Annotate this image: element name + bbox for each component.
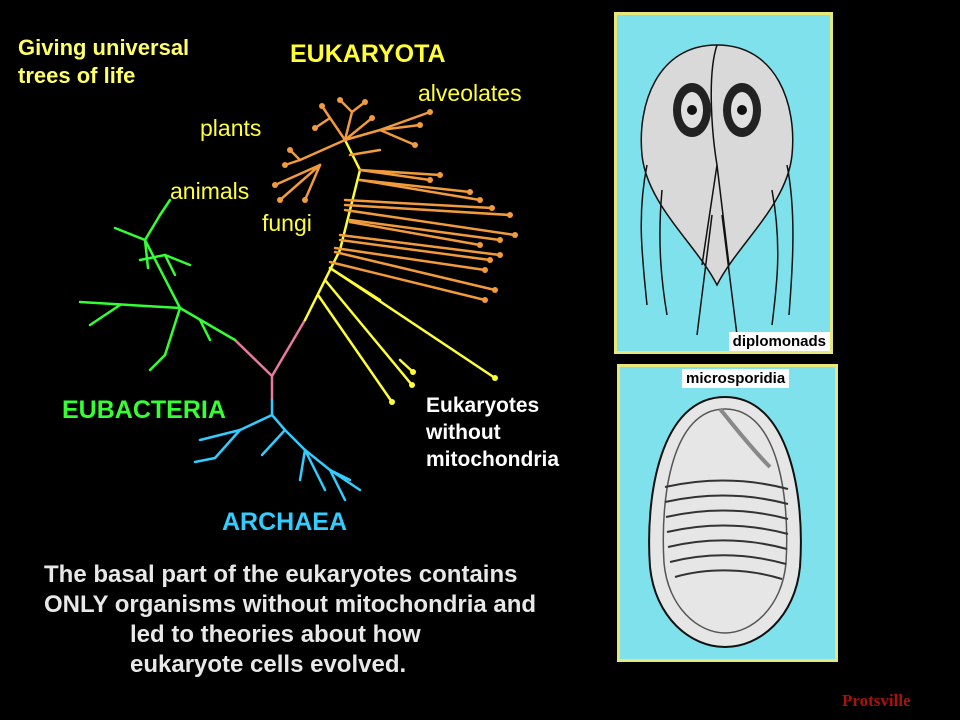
label-fungi: fungi <box>262 210 312 236</box>
tree-of-life-diagram <box>78 97 518 502</box>
microsporidia-label: microsporidia <box>682 369 790 388</box>
diplomonad-image-panel: diplomonads <box>614 12 833 354</box>
diplomonads-label: diplomonads <box>728 332 830 351</box>
archaea-branches <box>193 398 362 502</box>
label-animals: animals <box>170 178 250 204</box>
caption-line-4: eukaryote cells evolved. <box>130 651 407 678</box>
microsporidia-image-panel: microsporidia <box>617 364 838 662</box>
label-eukaryota: EUKARYOTA <box>290 40 446 68</box>
watermark: Protsville <box>842 691 911 710</box>
caption-line-2: ONLY organisms without mitochondria and <box>44 591 537 618</box>
diplomonad-illustration <box>640 44 794 336</box>
slide-title: Giving universal trees of life <box>18 35 190 88</box>
caption: The basal part of the eukaryotes contain… <box>44 560 536 680</box>
label-alveolates: alveolates <box>418 80 522 106</box>
caption-line-3: led to theories about how <box>130 621 421 648</box>
label-eubacteria: EUBACTERIA <box>62 396 226 424</box>
eukaryota-crown-branches <box>273 98 517 302</box>
caption-line-1: The basal part of the eukaryotes contain… <box>44 561 518 588</box>
eubacteria-branches <box>78 198 237 372</box>
label-plants: plants <box>200 115 262 141</box>
branch-tip-dots <box>272 97 518 405</box>
basal-eukaryote-branches <box>303 138 497 404</box>
tree-root <box>233 318 307 402</box>
microsporidia-illustration <box>648 395 802 649</box>
label-archaea: ARCHAEA <box>222 508 347 536</box>
label-eukaryotes-without-mitochondria: Eukaryotes without mitochondria <box>426 394 560 471</box>
